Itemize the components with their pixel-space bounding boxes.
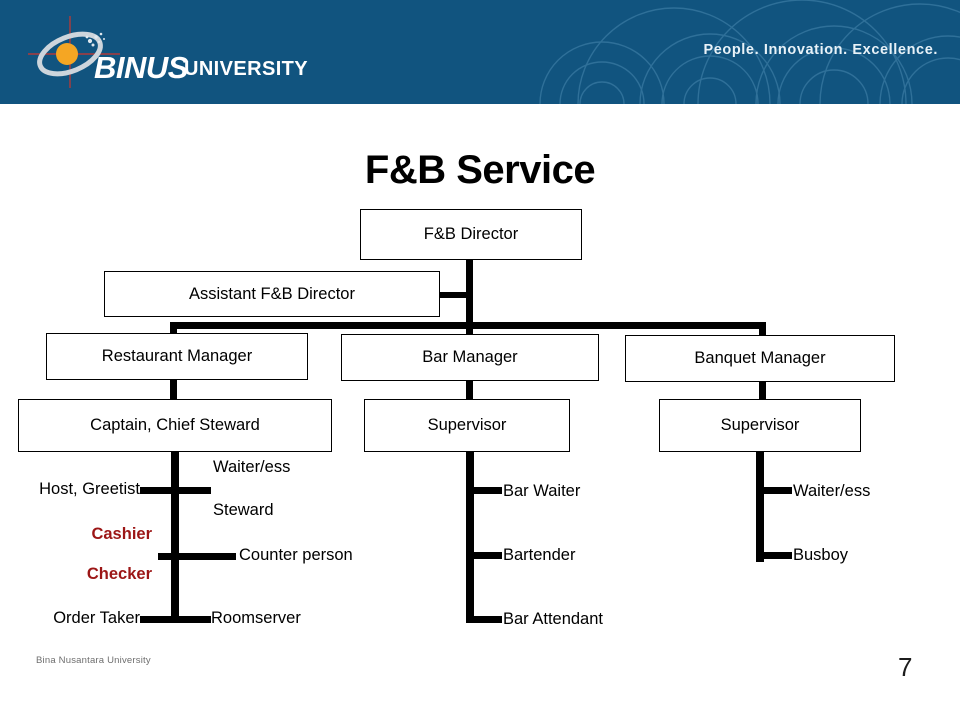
header-tagline: People. Innovation. Excellence. <box>703 42 938 58</box>
link-drop-banquet <box>759 322 766 336</box>
binus-logo: BINUS UNIVERSITY <box>26 14 316 92</box>
link-restaurant-bar-1 <box>140 487 211 494</box>
link-bar-staff-trunk <box>466 451 474 623</box>
node-label: Bar Manager <box>422 348 518 366</box>
logo-brand-secondary: UNIVERSITY <box>184 58 309 80</box>
link-restaurant-bar-3 <box>140 616 211 623</box>
link-banquet-stub-2 <box>756 552 792 559</box>
node-label: Banquet Manager <box>694 349 826 367</box>
logo-brand-primary: BINUS <box>94 50 188 85</box>
link-restaurant-captain <box>170 378 177 402</box>
node-label: F&B Director <box>423 225 519 243</box>
node-banquet-manager[interactable]: Banquet Manager <box>625 335 895 382</box>
page-number: 7 <box>898 652 913 682</box>
banner-arc-pattern <box>539 0 960 104</box>
node-label: Supervisor <box>427 416 507 434</box>
link-bar-stub-3 <box>466 616 502 623</box>
node-label: Supervisor <box>720 416 800 434</box>
page-title: F&B Service <box>364 148 596 192</box>
leaf-checker: Checker <box>86 565 152 583</box>
link-bar-stub-1 <box>466 487 502 494</box>
link-restaurant-staff-trunk <box>171 451 179 623</box>
link-drop-restaurant <box>170 322 177 336</box>
node-bar-manager[interactable]: Bar Manager <box>341 334 599 381</box>
node-captain-chief-steward[interactable]: Captain, Chief Steward <box>18 399 332 452</box>
link-banquet-supervisor <box>759 381 766 401</box>
link-assistant-stub <box>432 292 470 298</box>
node-label: Captain, Chief Steward <box>90 416 260 434</box>
node-banquet-supervisor[interactable]: Supervisor <box>659 399 861 452</box>
leaf-steward: Steward <box>213 501 274 519</box>
leaf-waiteress-banquet: Waiter/ess <box>793 482 871 500</box>
node-restaurant-manager[interactable]: Restaurant Manager <box>46 333 308 380</box>
binus-logo-mark <box>28 16 120 88</box>
leaf-order-taker: Order Taker <box>53 609 140 627</box>
node-assistant-fb-director[interactable]: Assistant F&B Director <box>104 271 440 317</box>
leaf-host-greetist: Host, Greetist <box>39 480 140 498</box>
link-restaurant-bar-2 <box>158 553 236 560</box>
link-banquet-stub-1 <box>756 487 792 494</box>
node-bar-supervisor[interactable]: Supervisor <box>364 399 570 452</box>
link-bar-stub-2 <box>466 552 502 559</box>
link-drop-bar <box>466 322 473 336</box>
leaf-waiteress-restaurant: Waiter/ess <box>213 458 291 476</box>
header-banner: BINUS UNIVERSITY People. Innovation. Exc… <box>0 0 960 104</box>
leaf-bar-waiter: Bar Waiter <box>503 482 581 500</box>
leaf-busboy: Busboy <box>793 546 849 564</box>
leaf-counter-person: Counter person <box>239 546 353 564</box>
node-label: Restaurant Manager <box>101 347 253 365</box>
leaf-cashier: Cashier <box>91 525 152 543</box>
leaf-bartender: Bartender <box>503 546 576 564</box>
link-banquet-staff-trunk <box>756 451 764 562</box>
footer-institution: Bina Nusantara University <box>36 655 151 666</box>
node-fb-director[interactable]: F&B Director <box>360 209 582 260</box>
node-label: Assistant F&B Director <box>189 284 355 303</box>
leaf-bar-attendant: Bar Attendant <box>503 610 603 628</box>
link-bar-supervisor <box>466 380 473 402</box>
leaf-roomserver: Roomserver <box>211 609 301 627</box>
